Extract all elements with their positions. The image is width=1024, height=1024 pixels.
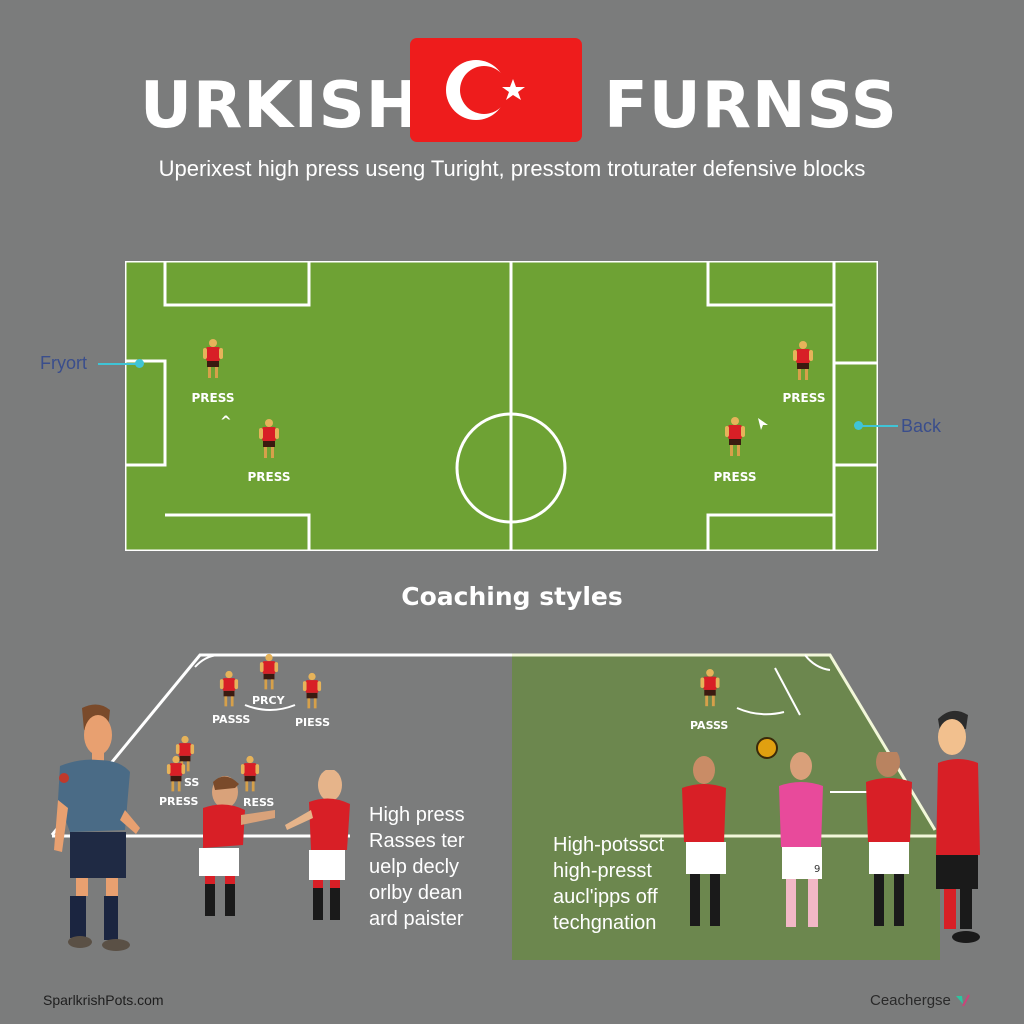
caption-right: High-potssct high-presst aucl'ipps off t… [553,832,664,936]
callout-back-dot [854,421,863,430]
caption-line: aucl'ipps off [553,886,658,908]
player-icon [259,653,279,690]
caption-line: high-presst [553,860,652,882]
callout-back-line [860,425,898,427]
press-label: PRESS [191,391,235,405]
subtitle: Uperixest high press useng Turight, pres… [158,156,866,181]
tactic-label: PRESS [159,795,199,808]
footer-brand-label: Ceachergse [870,992,951,1009]
callout-front-dot [135,359,144,368]
caption-line: High press [369,804,465,826]
tactic-label: PIESS [295,716,331,729]
arrow-up-icon: ^ [220,414,232,430]
player-icon [240,755,260,792]
press-label: PRESS [247,470,291,484]
checkmark-logo-icon [956,994,970,1007]
player-icon [259,419,279,458]
title-left: URKISH [140,69,421,143]
player-icon [203,339,223,378]
ball-icon [756,737,778,759]
caption-line: techgnation [553,912,657,934]
footer-site-link[interactable]: SparlkrishPots.com [43,992,164,1008]
cursor-arrow-icon [758,418,768,430]
coach-figure-right [936,710,980,943]
players-standing: 9 [682,752,912,927]
callout-front-label: Fryort [40,353,87,373]
caption-line: High-potssct [553,834,665,856]
caption-line: Rasses ter [369,830,465,852]
player-number: 9 [814,864,820,875]
section-title: Coaching styles [401,582,623,611]
callout-front-line [98,363,140,365]
caption-line: uelp decly [369,856,460,878]
player-icon [793,341,813,380]
press-label: PRESS [782,391,826,405]
tactic-label: PASSS [690,719,729,732]
pitch-lines [125,261,878,551]
tactic-label: RESS [243,796,275,809]
player-icon [302,672,322,709]
main-pitch [125,261,878,551]
player-icon [219,670,239,707]
coach-figure [54,704,140,951]
callout-back-label: Back [901,416,942,436]
tactic-label: SS [184,776,200,789]
player-icon [700,668,720,707]
player-icon [725,417,745,456]
press-label: PRESS [713,470,757,484]
tactic-label: PASSS [212,713,251,726]
bottom-pitches [50,653,940,960]
caption-line: ard paister [369,908,464,930]
players-passing [199,770,350,920]
player-icon [166,755,186,792]
tactic-label: PRCY [252,694,285,707]
caption-left: High press Rasses ter uelp decly orlby d… [369,802,465,932]
caption-line: orlby dean [369,882,463,904]
title-right: FURNSS [604,69,898,143]
turkey-flag-icon [410,38,582,142]
footer-brand: Ceachergse [870,992,971,1009]
